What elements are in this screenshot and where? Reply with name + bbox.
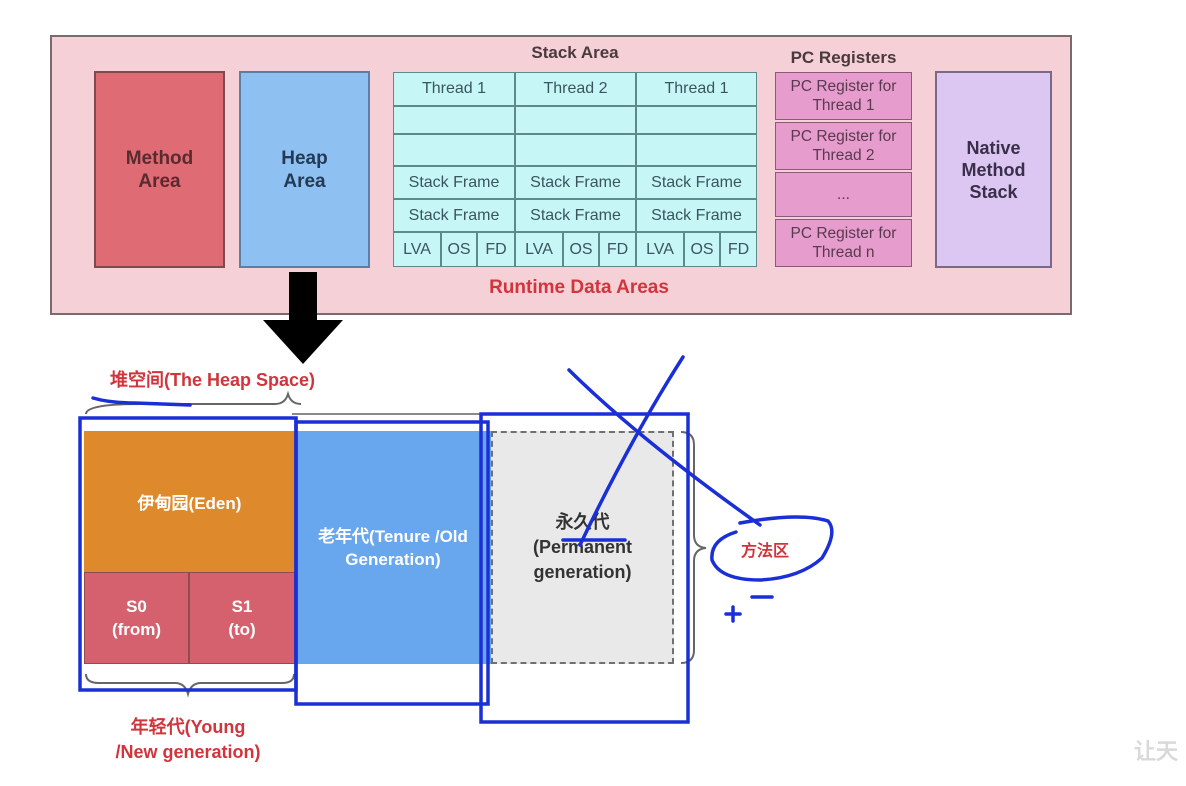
heap-space-label: 堆空间(The Heap Space) <box>110 370 316 390</box>
thread-header: Thread 1 <box>636 72 757 106</box>
permanent-generation-label: 永久代 (Permanent generation) <box>532 512 633 582</box>
stack-empty-row <box>393 134 515 166</box>
os-cell: OS <box>563 232 599 267</box>
native-method-stack-box: Native Method Stack <box>935 71 1052 268</box>
stack-area-title: Stack Area <box>531 43 619 62</box>
native-method-stack-label: Native Method Stack <box>961 137 1026 202</box>
method-area-brace <box>680 431 707 664</box>
stack-frame: Stack Frame <box>515 166 636 199</box>
fd-cell: FD <box>599 232 636 267</box>
watermark: 让天 <box>1134 739 1179 764</box>
fd-cell: FD <box>720 232 757 267</box>
pc-register: PC Register for Thread 1 <box>775 72 912 120</box>
pc-registers-title: PC Registers <box>790 48 897 67</box>
underline-mark <box>91 396 192 407</box>
runtime-data-areas-label: Runtime Data Areas <box>489 277 669 298</box>
s0-box: S0 (from) <box>84 572 189 664</box>
thread-header: Thread 1 <box>393 72 515 106</box>
lva-cell: LVA <box>393 232 441 267</box>
thread-header: Thread 2 <box>515 72 636 106</box>
old-generation-label: 老年代(Tenure /Old Generation) <box>318 526 468 569</box>
stack-empty-row <box>636 106 757 134</box>
eden-box: 伊甸园(Eden) <box>84 431 295 572</box>
pc-register: PC Register for Thread n <box>775 219 912 267</box>
method-area-box: Method Area <box>94 71 225 268</box>
heap-space-brace <box>85 390 302 415</box>
lva-cell: LVA <box>515 232 563 267</box>
os-cell: OS <box>441 232 477 267</box>
s1-box: S1 (to) <box>189 572 295 664</box>
stack-empty-row <box>515 134 636 166</box>
heap-area-box: Heap Area <box>239 71 370 268</box>
method-area-label: Method Area <box>125 147 194 192</box>
stack-empty-row <box>515 106 636 134</box>
s0-label: S0 (from) <box>111 597 162 639</box>
stack-frame: Stack Frame <box>393 199 515 232</box>
stack-frame: Stack Frame <box>636 166 757 199</box>
young-generation-label: 年轻代(Young /New generation) <box>115 717 261 762</box>
heap-area-label: Heap Area <box>281 147 328 192</box>
permanent-generation-box: 永久代 (Permanent generation) <box>491 431 674 664</box>
pc-register-ellipsis: ... <box>775 172 912 217</box>
lva-cell: LVA <box>636 232 684 267</box>
old-generation-box: 老年代(Tenure /Old Generation) <box>295 431 491 664</box>
method-area-cn-label: 方法区 <box>740 543 789 560</box>
stack-empty-row <box>393 106 515 134</box>
os-cell: OS <box>684 232 720 267</box>
pc-register: PC Register for Thread 2 <box>775 122 912 170</box>
stack-frame: Stack Frame <box>515 199 636 232</box>
eden-label: 伊甸园(Eden) <box>137 494 242 513</box>
stack-frame: Stack Frame <box>393 166 515 199</box>
young-generation-brace <box>85 673 295 698</box>
stack-frame: Stack Frame <box>636 199 757 232</box>
stack-empty-row <box>636 134 757 166</box>
fd-cell: FD <box>477 232 515 267</box>
plus-mark <box>724 605 742 623</box>
s1-label: S1 (to) <box>228 597 256 639</box>
